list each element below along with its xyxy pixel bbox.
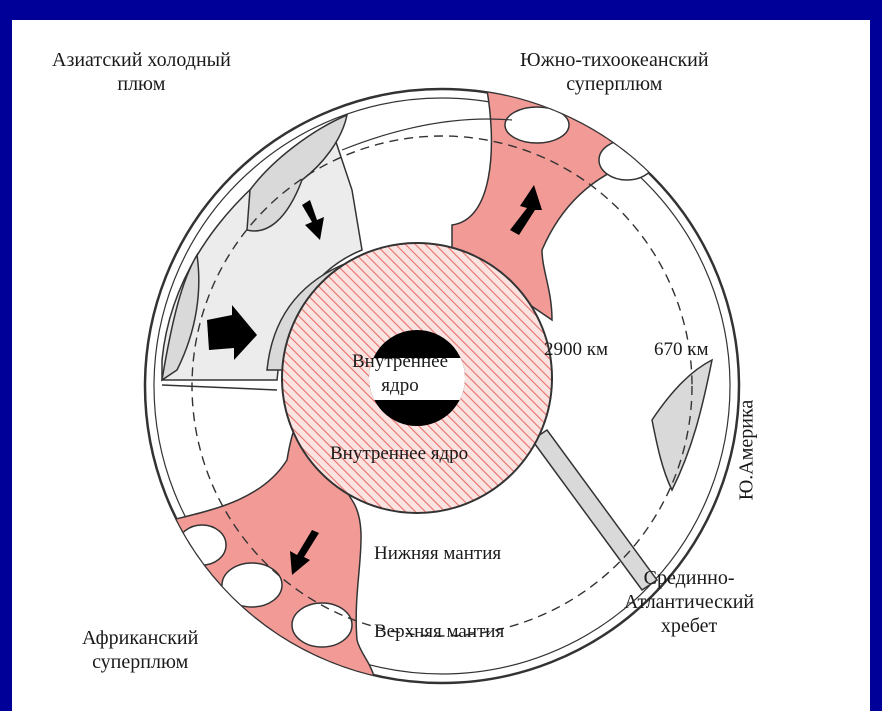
label-line: суперплюм xyxy=(520,72,709,96)
label-line: суперплюм xyxy=(82,650,198,674)
label-line: Южно-тихоокеанский xyxy=(520,48,709,72)
african-superplume-label: Африканский суперплюм xyxy=(82,626,198,674)
depth-670-label: 670 км xyxy=(654,338,709,362)
label-line: ядро xyxy=(352,374,448,398)
mid-atlantic-ridge-label: Срединно- Атлантический хребет xyxy=(624,566,754,638)
depth-2900-label: 2900 км xyxy=(544,338,608,362)
inner-core-label: Внутреннее ядро xyxy=(352,350,448,398)
label-line: Азиатский холодный xyxy=(52,48,231,72)
asian-cold-plume-label: Азиатский холодный плюм xyxy=(52,48,231,96)
label-line: Внутреннее xyxy=(352,350,448,374)
plume-head-hole xyxy=(599,140,655,180)
upper-mantle-label: Верхняя мантия xyxy=(374,620,504,644)
plume-head-hole xyxy=(178,525,226,565)
label-line: Атлантический xyxy=(624,590,754,614)
lower-mantle-label: Нижняя мантия xyxy=(374,542,501,566)
slide-canvas: Азиатский холодный плюм Южно-тихоокеанск… xyxy=(12,20,870,711)
outer-core-label: Внутреннее ядро xyxy=(330,442,468,466)
label-line: плюм xyxy=(52,72,231,96)
label-line: Африканский xyxy=(82,626,198,650)
label-line: Срединно- xyxy=(624,566,754,590)
plume-head-hole xyxy=(292,603,352,647)
label-line: хребет xyxy=(624,614,754,638)
south-pacific-superplume-label: Южно-тихоокеанский суперплюм xyxy=(520,48,709,96)
south-america-label: Ю.Америка xyxy=(736,400,759,501)
